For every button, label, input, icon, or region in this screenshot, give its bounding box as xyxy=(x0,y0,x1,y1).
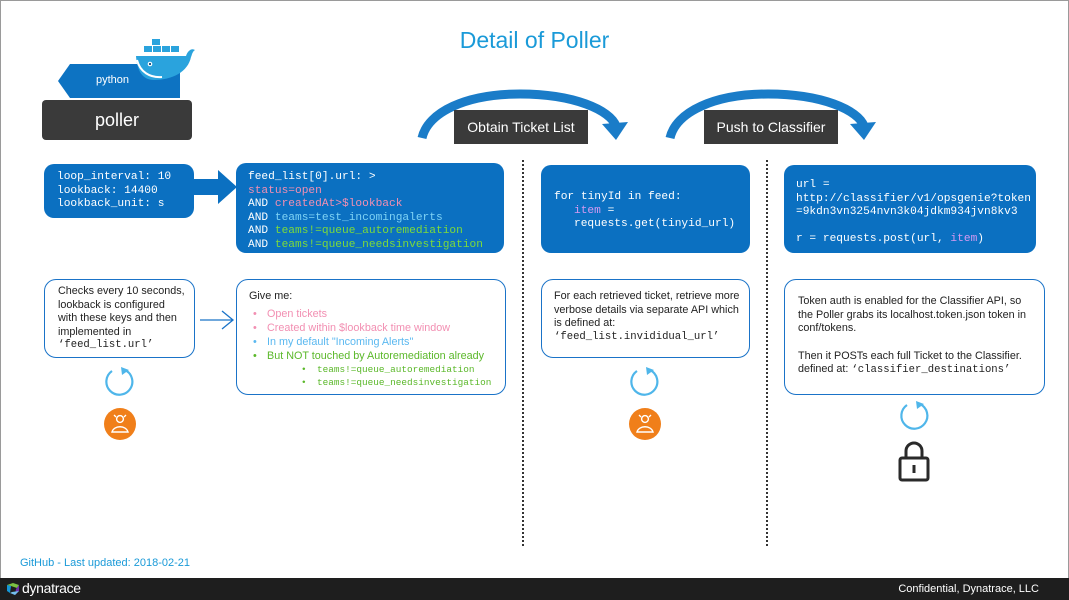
tinyid-code-box: for tinyId in feed: item = requests.get(… xyxy=(541,165,750,253)
lock-icon xyxy=(898,441,930,482)
code-line: feed_list[0].url: > xyxy=(248,171,376,183)
code-line: url = xyxy=(796,179,830,191)
loop-icon xyxy=(105,367,134,396)
code-line: AND teams=test_incomingalerts xyxy=(248,212,504,226)
brand-logo-text: dynatrace xyxy=(22,580,81,596)
spacer xyxy=(798,336,1036,350)
note-heading: Give me: xyxy=(249,290,293,302)
code-token: AND xyxy=(248,198,275,210)
note-text-part: Then it POSTs each full Ticket to the Cl… xyxy=(798,349,1022,376)
note-code: ‘feed_list.invididual_url’ xyxy=(554,330,720,343)
list-item: Created within $lookback time window xyxy=(249,321,497,335)
code-line: AND teams!=queue_autoremediation xyxy=(248,225,504,239)
list-item: But NOT touched by Autoremediation alrea… xyxy=(249,349,497,363)
github-updated: GitHub - Last updated: 2018-02-21 xyxy=(20,557,191,569)
loop-icon xyxy=(630,367,659,396)
give-sublist: teams!=queue_autoremediation teams!=queu… xyxy=(249,364,497,390)
config-code-box: loop_interval: 10 lookback: 14400 lookba… xyxy=(44,164,194,218)
python-label: python xyxy=(96,74,130,86)
code-token: AND xyxy=(248,225,275,237)
note-code: ‘feed_list.url’ xyxy=(58,339,154,352)
note-text: Token auth is enabled for the Classifier… xyxy=(798,295,1027,335)
list-item: In my default "Incoming Alerts" xyxy=(249,335,497,349)
right-arrow-icon xyxy=(192,170,237,204)
code-token: teams=test_incomingalerts xyxy=(274,211,443,224)
note-token: Token auth is enabled for the Classifier… xyxy=(784,279,1045,395)
code-line: status=open xyxy=(248,184,322,197)
footer-bar xyxy=(0,578,1069,600)
step-push-to-classifier: Push to Classifier xyxy=(704,110,838,144)
code-line: lookback: 14400 xyxy=(57,184,158,197)
note-text: Checks every 10 seconds, lookback is con… xyxy=(58,285,185,338)
note-text: Then it POSTs each full Ticket to the Cl… xyxy=(798,350,1036,378)
code-token: item xyxy=(574,204,601,217)
poller-box: poller xyxy=(42,100,192,140)
docker-whale-icon xyxy=(136,39,195,80)
code-token: AND xyxy=(248,238,275,251)
give-list: Open tickets Created within $lookback ti… xyxy=(249,307,497,364)
code-line: for tinyId in feed: xyxy=(554,191,682,203)
code-line: AND teams!=queue_needsinvestigation xyxy=(248,239,504,253)
process-icon xyxy=(104,408,136,440)
loop-icon xyxy=(900,401,929,430)
code-line: http://classifier/v1/opsgenie?token xyxy=(796,192,1031,205)
note-checks: Checks every 10 seconds, lookback is con… xyxy=(44,279,195,358)
code-token: item xyxy=(950,233,978,245)
code-token: = xyxy=(600,204,615,217)
code-line: item = xyxy=(554,205,750,219)
code-line: lookback_unit: s xyxy=(57,198,165,210)
process-icon xyxy=(629,408,661,440)
code-line xyxy=(796,220,1036,234)
page-title: Detail of Poller xyxy=(459,27,610,53)
code-line: =9kdn3vn3254nvn3k04jdkm934jvn8kv3 xyxy=(796,206,1018,218)
list-item: Open tickets xyxy=(249,307,497,321)
code-line: loop_interval: 10 xyxy=(57,171,172,183)
confidential-notice: Confidential, Dynatrace, LLC xyxy=(898,583,1039,595)
code-line: r = requests.post(url, item) xyxy=(796,233,1036,247)
thin-arrow-icon xyxy=(200,310,235,330)
note-retrieve: For each retrieved ticket, retrieve more… xyxy=(541,279,750,358)
list-item: teams!=queue_autoremediation xyxy=(249,364,497,377)
note-text: For each retrieved ticket, retrieve more… xyxy=(554,290,740,330)
code-token: teams!=queue_autoremediation xyxy=(274,225,463,237)
note-give-me: Give me: Open tickets Created within $lo… xyxy=(236,279,506,395)
code-token: teams!=queue_needsinvestigation xyxy=(274,238,483,251)
feed-code-box: feed_list[0].url: > status=open AND crea… xyxy=(236,163,504,253)
section-divider xyxy=(522,160,524,546)
code-line: requests.get(tinyid_url) xyxy=(574,218,736,230)
code-token: r = requests.post(url, xyxy=(796,233,951,245)
classifier-code-box: url = http://classifier/v1/opsgenie?toke… xyxy=(784,165,1036,253)
code-token: AND xyxy=(248,211,275,224)
list-item: teams!=queue_needsinvestigation xyxy=(249,377,497,390)
dynatrace-logo-icon xyxy=(7,583,19,595)
curved-arrow-icon xyxy=(417,89,628,140)
code-line: AND createdAt>$lookback xyxy=(248,198,504,212)
curved-arrow-icon xyxy=(665,89,876,140)
code-token: createdAt>$lookback xyxy=(274,198,403,210)
step-obtain-ticket-list: Obtain Ticket List xyxy=(454,110,588,144)
note-code: ‘classifier_destinations’ xyxy=(851,364,1011,377)
code-token: ) xyxy=(977,233,984,245)
section-divider xyxy=(766,160,768,546)
